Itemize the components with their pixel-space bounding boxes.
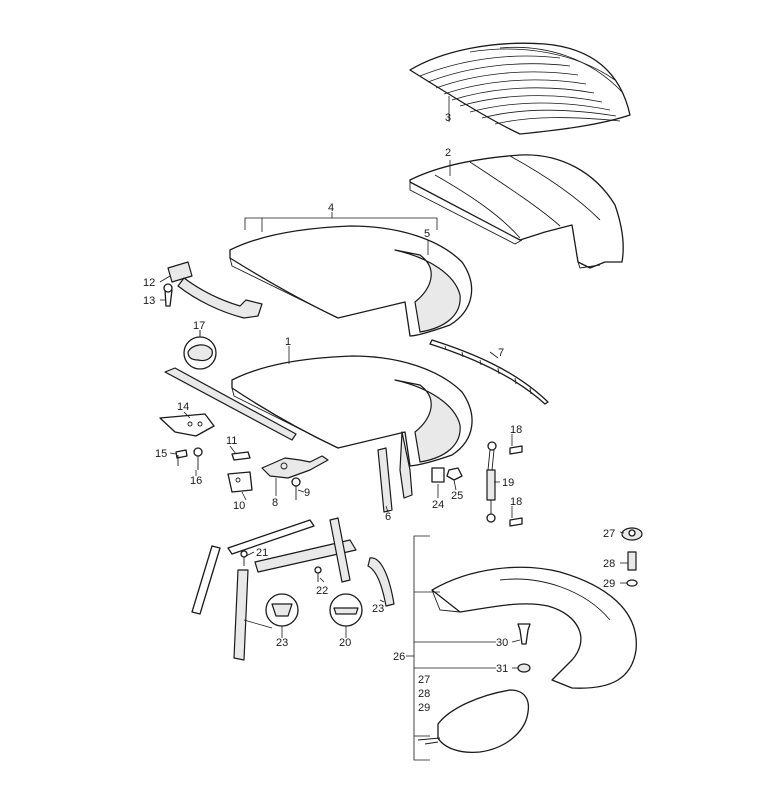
callout-22: 22	[316, 585, 328, 597]
part-seal-strip-21	[227, 519, 315, 555]
callout-20: 20	[339, 637, 351, 649]
part-24-plate	[431, 467, 445, 483]
part-bag	[417, 689, 530, 754]
callout-13: 13	[143, 295, 155, 307]
callout-18b: 18	[510, 496, 522, 508]
part-9-screw	[291, 477, 301, 500]
part-18b-bolt	[509, 517, 523, 527]
part-31-socket	[517, 663, 531, 673]
callout-5: 5	[424, 228, 430, 240]
part-27-cap	[621, 527, 643, 541]
callout-3: 3	[445, 112, 451, 124]
callout-16: 16	[190, 475, 202, 487]
callout-30: 30	[496, 637, 508, 649]
callout-21: 21	[256, 547, 268, 559]
part-25-nut	[446, 467, 463, 481]
part-6-rail	[377, 447, 393, 513]
callout-8: 8	[272, 497, 278, 509]
part-strip-long	[164, 367, 297, 441]
part-22-screw	[314, 566, 322, 582]
callout-27b: 27	[418, 674, 430, 686]
part-15-screw	[175, 449, 188, 466]
callout-24: 24	[432, 499, 444, 511]
callout-19: 19	[502, 477, 514, 489]
callout-23b: 23	[372, 603, 384, 615]
callout-10: 10	[233, 500, 245, 512]
part-3-headliner	[409, 42, 631, 135]
part-28-stud	[627, 551, 637, 571]
callout-25: 25	[451, 490, 463, 502]
callout-29a: 29	[603, 578, 615, 590]
part-11-bolt	[231, 451, 251, 461]
callout-15: 15	[155, 448, 167, 460]
part-seal-mid	[254, 539, 357, 573]
callout-9: 9	[304, 487, 310, 499]
part-17-detail	[183, 330, 217, 370]
part-7-trim-strip	[429, 339, 549, 405]
leader-lines	[159, 96, 628, 761]
part-19-strut	[486, 441, 497, 523]
part-23b-seal	[367, 557, 395, 607]
part-8-bracket	[261, 455, 329, 479]
callout-26: 26	[393, 651, 405, 663]
part-16-screw	[193, 447, 203, 470]
part-21-screw	[240, 550, 248, 566]
part-29-washer	[626, 579, 638, 587]
part-10-bracket	[227, 471, 253, 493]
callout-29b: 29	[418, 702, 430, 714]
callout-2: 2	[445, 147, 451, 159]
part-20-detail	[329, 593, 363, 627]
callout-31: 31	[496, 663, 508, 675]
part-23-detail	[265, 593, 299, 627]
callout-27a: 27	[603, 528, 615, 540]
callout-12: 12	[143, 277, 155, 289]
callout-6: 6	[385, 511, 391, 523]
callout-28b: 28	[418, 688, 430, 700]
callout-1: 1	[285, 336, 291, 348]
part-26-tonneau-cover	[431, 566, 637, 689]
part-2-hardtop	[409, 154, 624, 269]
callout-7: 7	[498, 347, 504, 359]
part-4-top-cover	[229, 225, 473, 337]
part-23a-seal	[233, 569, 249, 661]
part-30-stud	[517, 623, 531, 645]
callout-4: 4	[328, 202, 334, 214]
callout-23a: 23	[276, 637, 288, 649]
part-12-handle	[163, 261, 263, 319]
callout-11: 11	[226, 435, 237, 447]
part-1-top-cover	[231, 355, 473, 499]
callout-28a: 28	[603, 558, 615, 570]
part-18a-bolt	[509, 445, 523, 455]
part-seal-vertical-20	[329, 517, 351, 583]
callout-labels: 3 2 4 5 12 13 17 1 7 14 18 11 15 16 19 2…	[143, 112, 615, 714]
callout-14: 14	[177, 401, 189, 413]
part-seal-left	[191, 545, 221, 615]
callout-17: 17	[193, 320, 205, 332]
part-14-plate	[159, 413, 215, 437]
callout-18a: 18	[510, 424, 522, 436]
